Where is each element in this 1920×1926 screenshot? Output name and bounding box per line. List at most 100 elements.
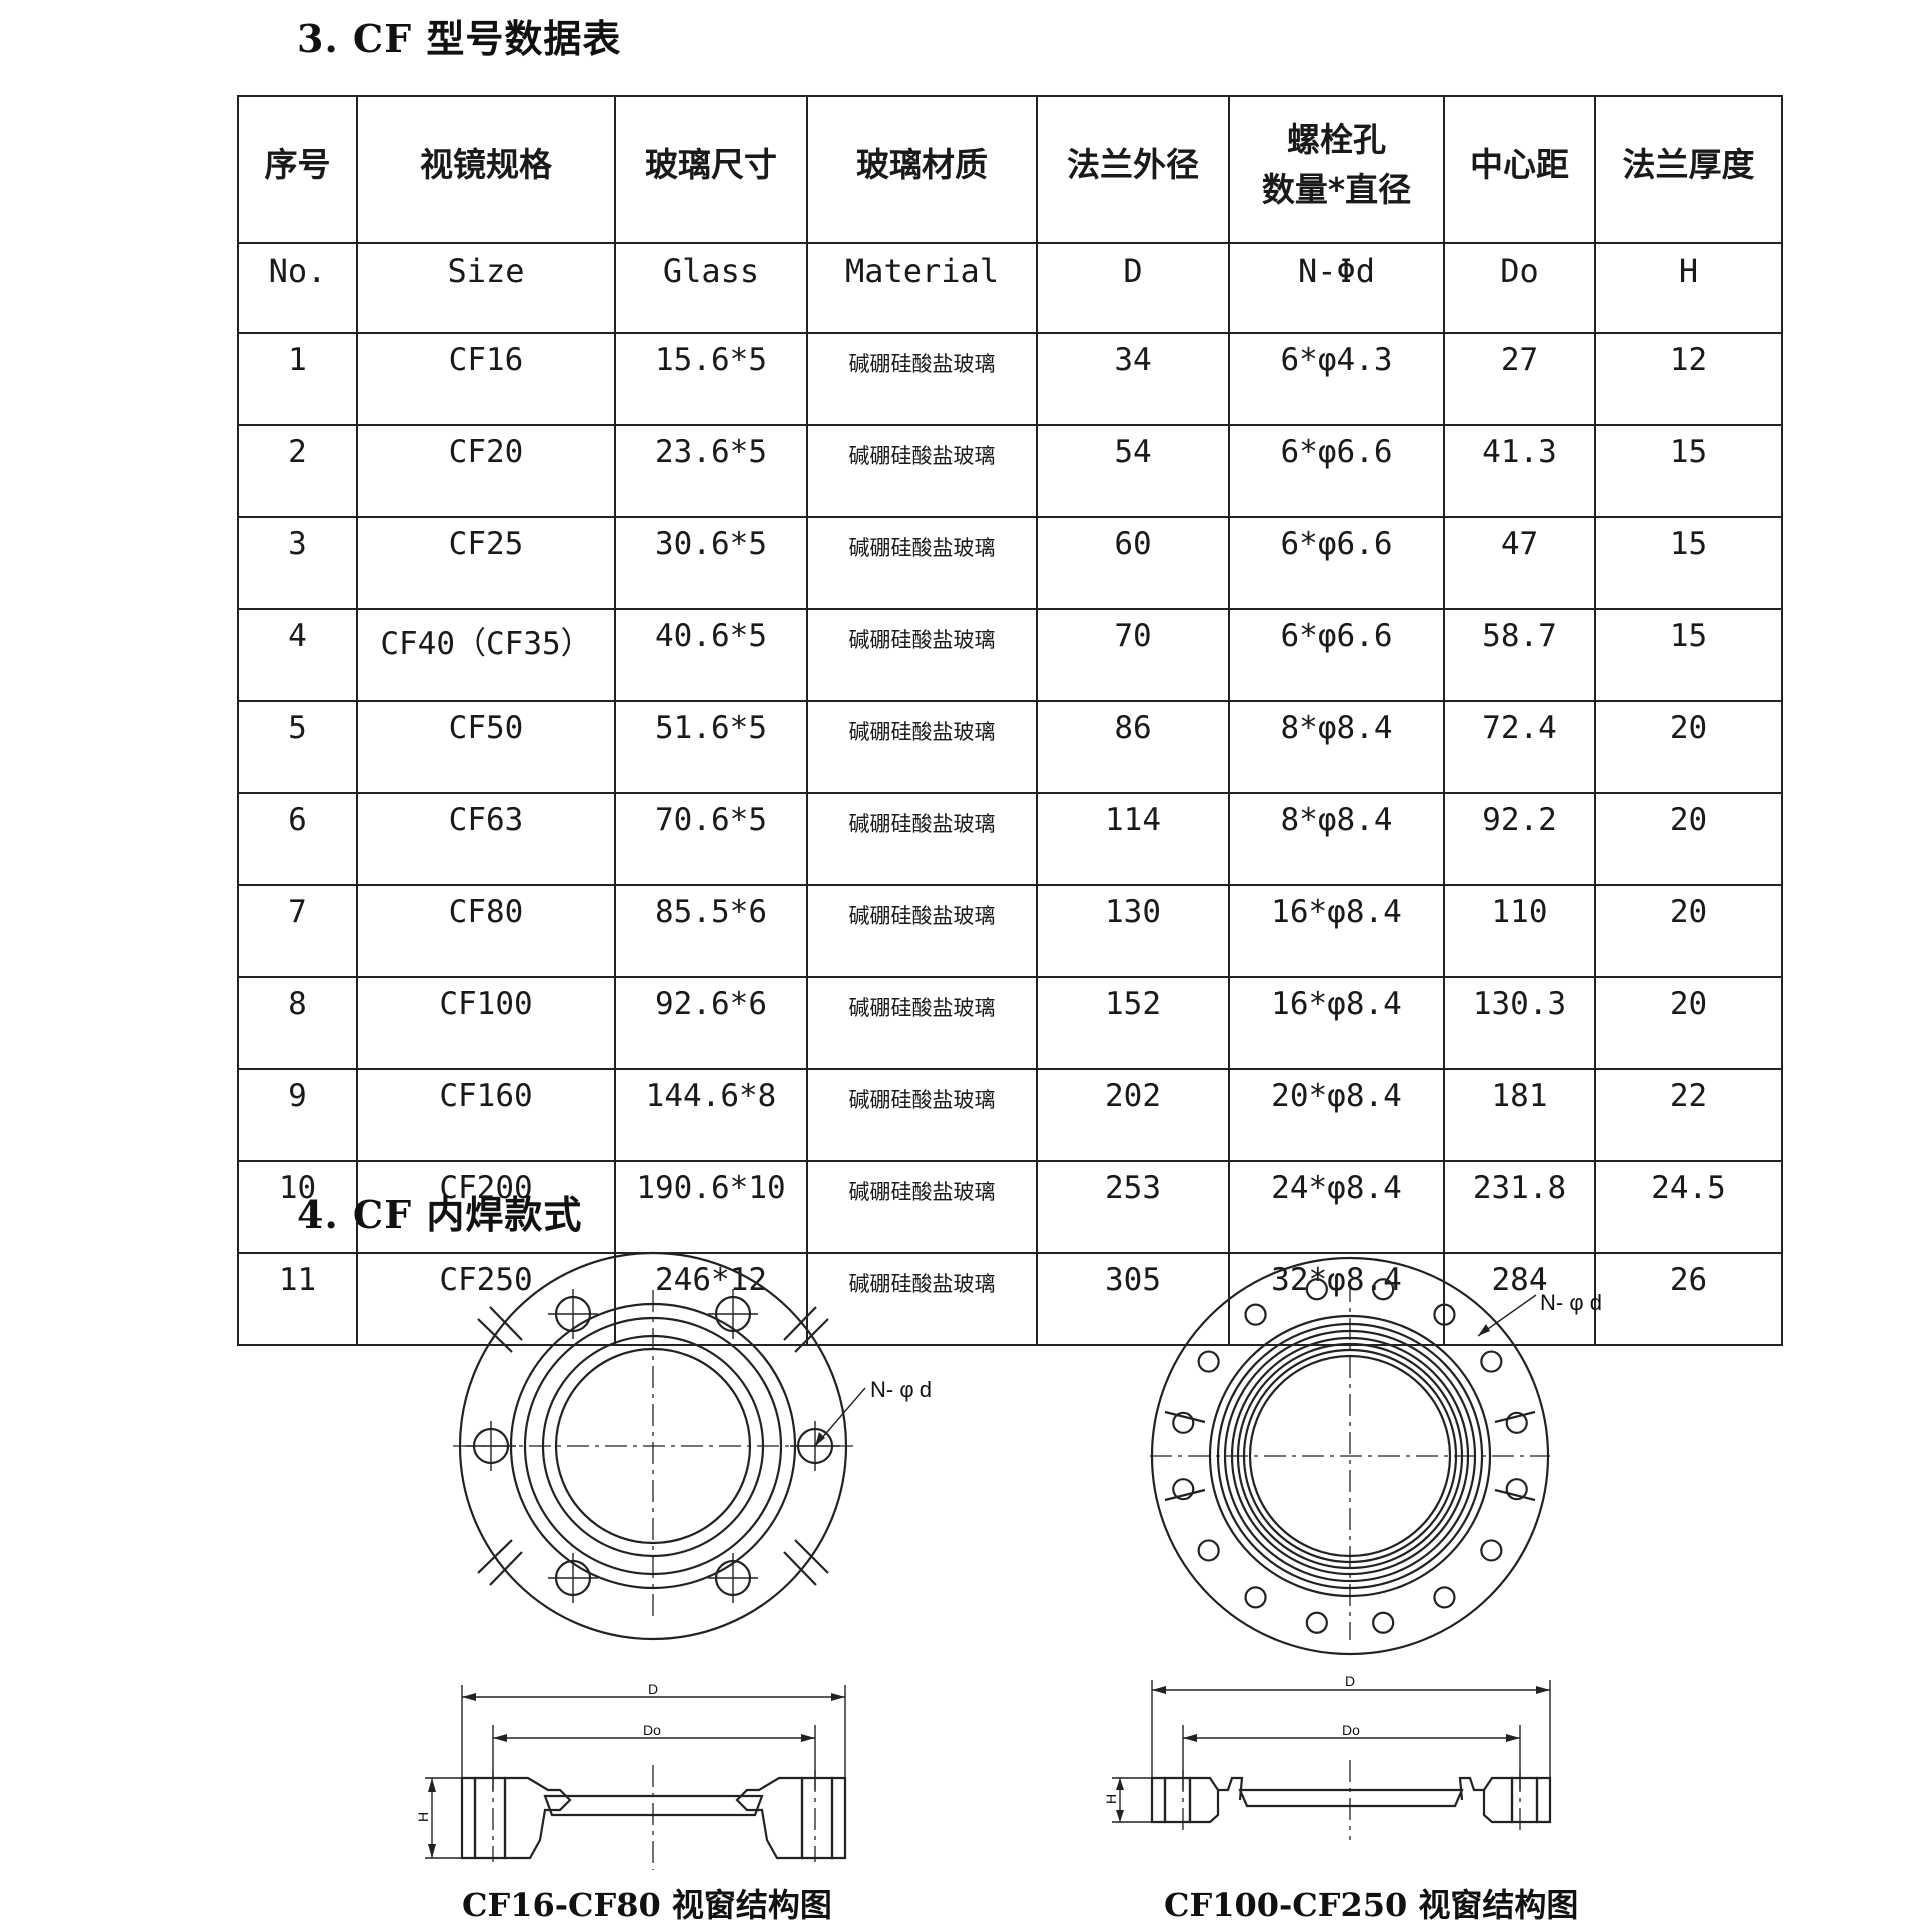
bolt-hole xyxy=(1433,1586,1456,1609)
table-cell: 24*φ8.4 xyxy=(1228,1160,1445,1254)
header-en-2: Glass xyxy=(614,242,808,334)
section-3-title: 3. CF 型号数据表 xyxy=(297,16,622,61)
header-en-3: Material xyxy=(806,242,1038,334)
left-dim-H: H xyxy=(415,1812,431,1822)
bolt-hole xyxy=(1480,1350,1503,1373)
table-cell: 144.6*8 xyxy=(614,1068,808,1162)
table-cell: 碱硼硅酸盐玻璃 xyxy=(806,516,1038,610)
header-cn-0: 序号 xyxy=(237,95,358,244)
table-cell: 246*12 xyxy=(614,1252,808,1346)
table-cell: 11 xyxy=(237,1252,358,1346)
table-cell: 130.3 xyxy=(1443,976,1596,1070)
table-cell: CF100 xyxy=(356,976,616,1070)
table-cell: 253 xyxy=(1036,1160,1230,1254)
table-cell: 58.7 xyxy=(1443,608,1596,702)
table-cell: 15 xyxy=(1594,608,1783,702)
header-cn-7: 法兰厚度 xyxy=(1594,95,1783,244)
table-cell: 12 xyxy=(1594,332,1783,426)
header-en-7: H xyxy=(1594,242,1783,334)
table-cell: 51.6*5 xyxy=(614,700,808,794)
table-cell: CF200 xyxy=(356,1160,616,1254)
table-cell: 24.5 xyxy=(1594,1160,1783,1254)
left-section-view: D Do H xyxy=(415,1681,847,1870)
table-cell: 15 xyxy=(1594,516,1783,610)
left-dim-D: D xyxy=(648,1681,658,1697)
right-dim-D: D xyxy=(1345,1673,1355,1689)
table-cell: 60 xyxy=(1036,516,1230,610)
bolt-hole xyxy=(1244,1303,1267,1326)
right-drawing-caption: CF100-CF250 视窗结构图 xyxy=(1164,1886,1579,1924)
table-cell: 碱硼硅酸盐玻璃 xyxy=(806,608,1038,702)
table-cell: 27 xyxy=(1443,332,1596,426)
table-cell: 7 xyxy=(237,884,358,978)
table-cell: 20 xyxy=(1594,976,1783,1070)
table-cell: 20*φ8.4 xyxy=(1228,1068,1445,1162)
table-cell: 碱硼硅酸盐玻璃 xyxy=(806,884,1038,978)
table-cell: 70.6*5 xyxy=(614,792,808,886)
header-cn-3: 玻璃材质 xyxy=(806,95,1038,244)
table-cell: 碱硼硅酸盐玻璃 xyxy=(806,1252,1038,1346)
right-dim-H: H xyxy=(1103,1794,1119,1804)
table-cell: CF16 xyxy=(356,332,616,426)
table-cell: 40.6*5 xyxy=(614,608,808,702)
table-cell: 碱硼硅酸盐玻璃 xyxy=(806,1160,1038,1254)
table-cell: 23.6*5 xyxy=(614,424,808,518)
header-en-4: D xyxy=(1036,242,1230,334)
header-en-0: No. xyxy=(237,242,358,334)
table-cell: 6*φ6.6 xyxy=(1228,424,1445,518)
table-cell: 284 xyxy=(1443,1252,1596,1346)
table-cell: 15.6*5 xyxy=(614,332,808,426)
table-cell: 70 xyxy=(1036,608,1230,702)
table-cell: 9 xyxy=(237,1068,358,1162)
table-cell: CF80 xyxy=(356,884,616,978)
table-cell: 2 xyxy=(237,424,358,518)
table-cell: CF160 xyxy=(356,1068,616,1162)
table-cell: 6*φ6.6 xyxy=(1228,516,1445,610)
table-cell: 85.5*6 xyxy=(614,884,808,978)
header-cn-4: 法兰外径 xyxy=(1036,95,1230,244)
table-cell: 92.2 xyxy=(1443,792,1596,886)
bolt-hole xyxy=(1372,1278,1395,1301)
bolt-hole xyxy=(1197,1350,1220,1373)
bolt-hole xyxy=(1305,1278,1328,1301)
bolt-hole xyxy=(1172,1411,1195,1434)
table-cell: 8*φ8.4 xyxy=(1228,792,1445,886)
bolt-hole xyxy=(1305,1611,1328,1634)
table-cell: 16*φ8.4 xyxy=(1228,976,1445,1070)
table-cell: 碱硼硅酸盐玻璃 xyxy=(806,424,1038,518)
table-cell: 碱硼硅酸盐玻璃 xyxy=(806,700,1038,794)
table-cell: 130 xyxy=(1036,884,1230,978)
right-flange-top-view: N- φ d xyxy=(1150,1256,1602,1656)
left-flange-top-view: N- φ d xyxy=(453,1251,932,1641)
section-4-title: 4. CF 内焊款式 xyxy=(297,1192,583,1237)
table-cell: 114 xyxy=(1036,792,1230,886)
header-en-5: N-Φd xyxy=(1228,242,1445,334)
table-cell: 92.6*6 xyxy=(614,976,808,1070)
table-cell: CF40（CF35） xyxy=(356,608,616,702)
right-bolt-holes xyxy=(1172,1278,1528,1634)
table-cell: 231.8 xyxy=(1443,1160,1596,1254)
bolt-hole xyxy=(1197,1539,1220,1562)
bolt-hole xyxy=(1505,1478,1528,1501)
table-cell: CF25 xyxy=(356,516,616,610)
table-cell: 8 xyxy=(237,976,358,1070)
header-row-cn: 序号视镜规格玻璃尺寸玻璃材质法兰外径螺栓孔 数量*直径中心距法兰厚度 xyxy=(237,95,1783,244)
right-section-view: D Do H xyxy=(1103,1673,1552,1840)
table-cell: 202 xyxy=(1036,1068,1230,1162)
table-cell: 15 xyxy=(1594,424,1783,518)
table-cell: 181 xyxy=(1443,1068,1596,1162)
bolt-hole xyxy=(1505,1411,1528,1434)
table-cell: 碱硼硅酸盐玻璃 xyxy=(806,1068,1038,1162)
table-cell: 26 xyxy=(1594,1252,1783,1346)
